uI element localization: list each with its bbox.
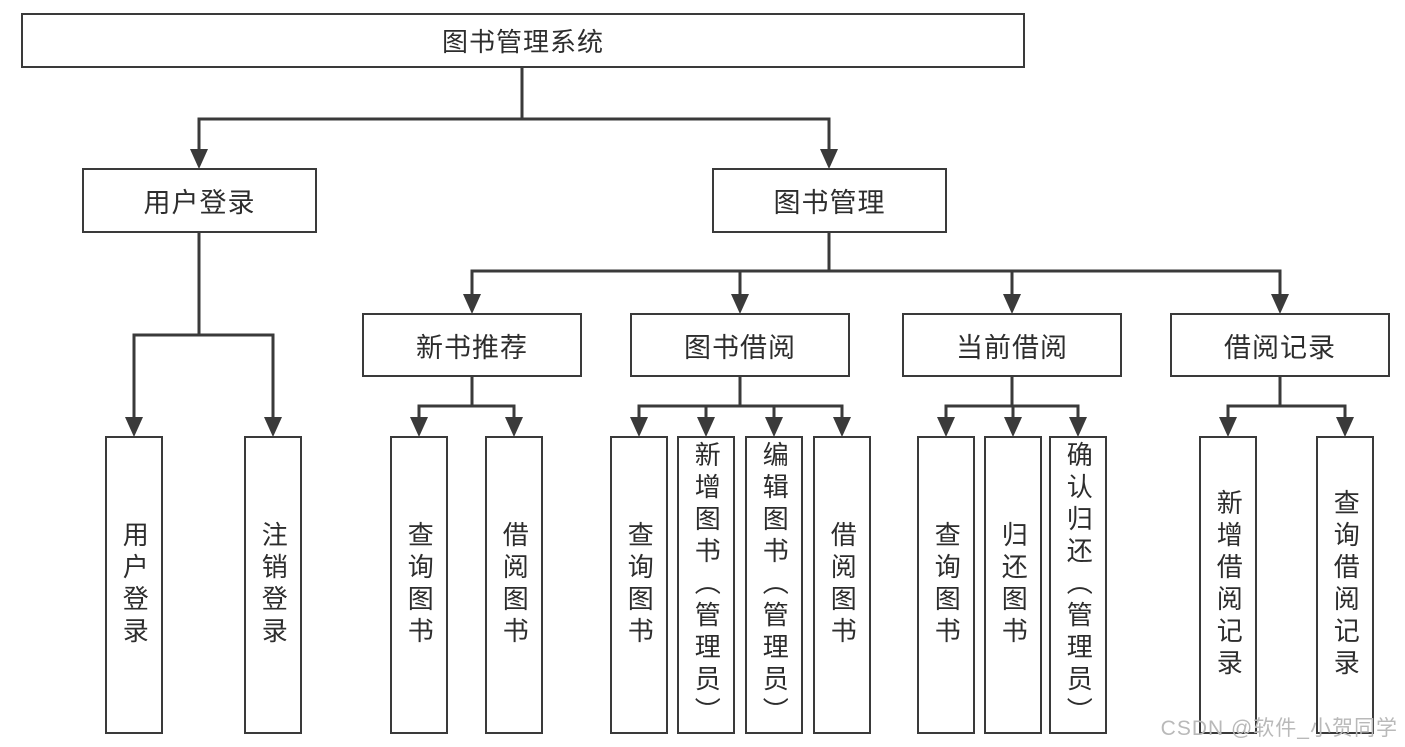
node-leaf-user-login: 用户登录	[105, 436, 163, 734]
node-label: 当前借阅	[956, 332, 1068, 363]
node-label: 用户登录	[119, 521, 150, 649]
node-label: 查询图书	[404, 521, 435, 649]
node-label: 借阅记录	[1224, 332, 1336, 363]
node-leaf-borrow-books-1: 借阅图书	[485, 436, 543, 734]
node-label: 新增借阅记录	[1213, 489, 1244, 681]
node-label: 新增图书（管理员）	[691, 441, 722, 729]
node-label: 图书管理	[773, 188, 886, 218]
node-label: 图书借阅	[684, 332, 796, 363]
node-book-management: 图书管理	[712, 168, 947, 233]
node-leaf-add-books-admin: 新增图书（管理员）	[677, 436, 735, 734]
node-borrowing-records: 借阅记录	[1170, 313, 1390, 377]
node-leaf-query-books-2: 查询图书	[610, 436, 668, 734]
node-leaf-query-books-1: 查询图书	[390, 436, 448, 734]
node-current-borrowing: 当前借阅	[902, 313, 1122, 377]
node-label: 查询借阅记录	[1330, 489, 1361, 681]
node-user-login: 用户登录	[82, 168, 317, 233]
node-leaf-add-borrow-record: 新增借阅记录	[1199, 436, 1257, 734]
node-book-borrowing: 图书借阅	[630, 313, 850, 377]
node-leaf-query-borrow-record: 查询借阅记录	[1316, 436, 1374, 734]
node-label: 借阅图书	[827, 521, 858, 649]
csdn-watermark: CSDN @软件_小贺同学	[1160, 717, 1398, 740]
node-leaf-logout: 注销登录	[244, 436, 302, 734]
node-leaf-query-books-3: 查询图书	[917, 436, 975, 734]
node-root-system: 图书管理系统	[21, 13, 1025, 68]
node-label: 借阅图书	[499, 521, 530, 649]
node-label: 注销登录	[258, 521, 289, 649]
node-new-book-recommend: 新书推荐	[362, 313, 582, 377]
node-label: 归还图书	[998, 521, 1029, 649]
node-leaf-edit-books-admin: 编辑图书（管理员）	[745, 436, 803, 734]
node-leaf-borrow-books-2: 借阅图书	[813, 436, 871, 734]
node-label: 新书推荐	[416, 332, 528, 363]
node-label: 用户登录	[143, 188, 256, 218]
node-label: 编辑图书（管理员）	[759, 441, 790, 729]
node-label: 查询图书	[624, 521, 655, 649]
node-label: 图书管理系统	[441, 27, 604, 57]
node-leaf-confirm-return-admin: 确认归还（管理员）	[1049, 436, 1107, 734]
node-label: 确认归还（管理员）	[1063, 441, 1094, 729]
arrowheads	[125, 149, 1354, 437]
node-leaf-return-books: 归还图书	[984, 436, 1042, 734]
node-label: 查询图书	[931, 521, 962, 649]
